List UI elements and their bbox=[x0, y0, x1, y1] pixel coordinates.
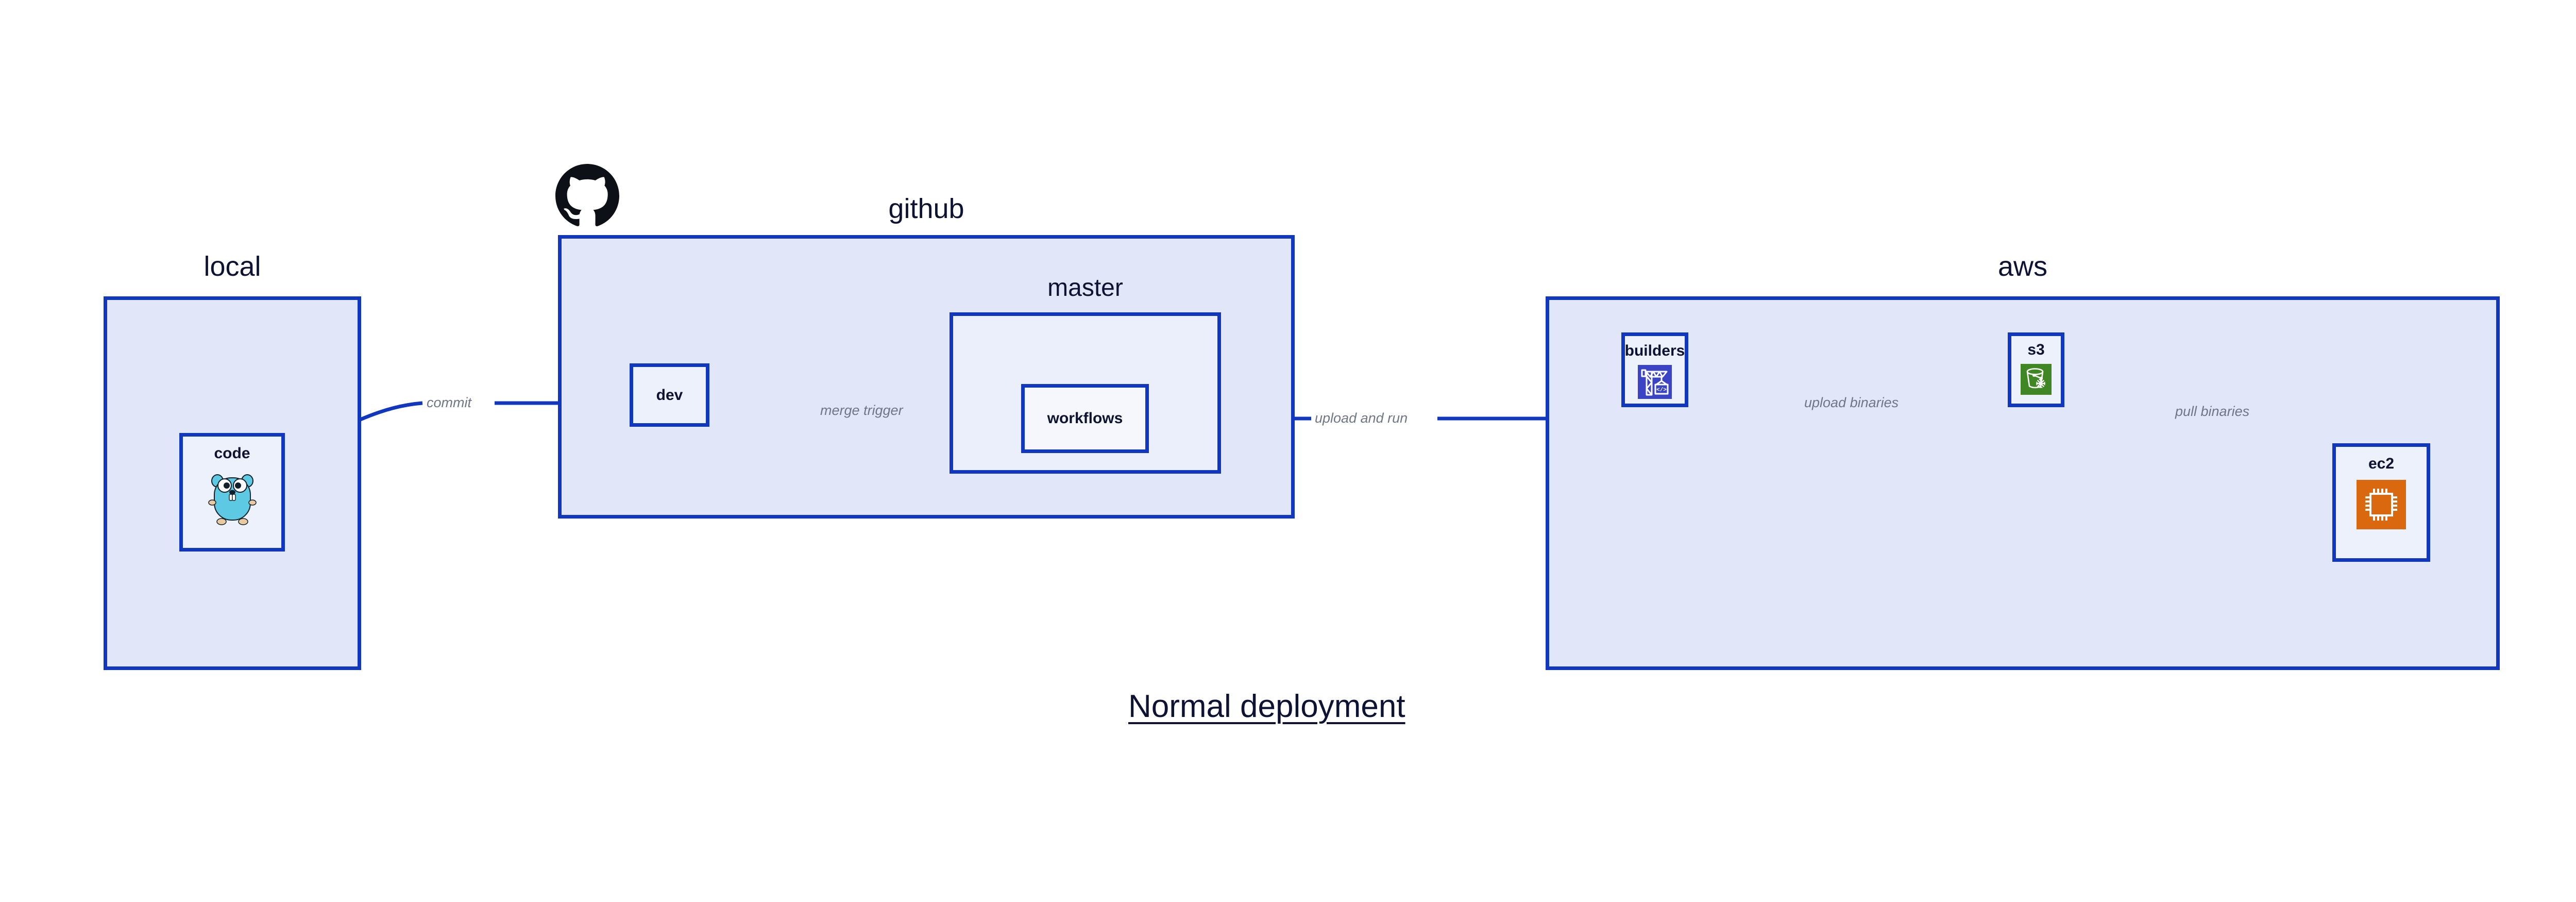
edge-label-merge-trigger: merge trigger bbox=[820, 403, 903, 418]
node-workflows[interactable]: workflows bbox=[1021, 384, 1149, 453]
group-label-master: master bbox=[1047, 274, 1123, 302]
node-label-dev: dev bbox=[656, 386, 683, 404]
node-label-ec2: ec2 bbox=[2368, 455, 2395, 472]
node-ec2[interactable]: ec2 bbox=[2332, 443, 2430, 562]
node-label-workflows: workflows bbox=[1047, 410, 1123, 427]
node-dev[interactable]: dev bbox=[630, 363, 709, 427]
cpu-chip-icon bbox=[2357, 480, 2406, 532]
diagram-title: Normal deployment bbox=[1128, 689, 1405, 724]
edge-label-upload-and-run: upload and run bbox=[1315, 410, 1408, 426]
edge-label-pull-binaries: pull binaries bbox=[2175, 404, 2250, 419]
github-octocat-icon bbox=[555, 164, 619, 230]
go-gopher-icon bbox=[204, 469, 261, 533]
s3-bucket-icon bbox=[2021, 364, 2052, 397]
edge-label-upload-binaries: upload binaries bbox=[1804, 395, 1899, 410]
node-label-s3: s3 bbox=[2027, 341, 2045, 358]
edge-label-commit: commit bbox=[427, 395, 471, 410]
node-builders[interactable]: builders < bbox=[1621, 332, 1688, 407]
crane-code-icon: </> bbox=[1638, 365, 1672, 402]
group-label-local: local bbox=[204, 251, 261, 282]
group-label-github: github bbox=[888, 193, 964, 224]
node-s3[interactable]: s3 bbox=[2008, 332, 2064, 407]
node-label-builders: builders bbox=[1624, 342, 1685, 359]
node-label-code: code bbox=[214, 445, 250, 462]
node-code[interactable]: code bbox=[179, 433, 285, 552]
svg-text:</>: </> bbox=[1656, 387, 1667, 393]
group-label-aws: aws bbox=[1997, 251, 2048, 282]
